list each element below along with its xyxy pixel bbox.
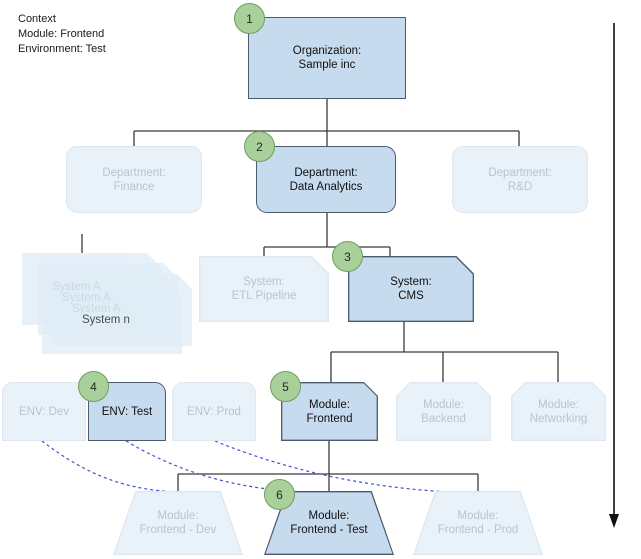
node-module-frontend-dev-label: Module: Frontend - Dev <box>139 510 217 536</box>
node-system-etl-pipeline[interactable]: System: ETL Pipeline <box>199 256 329 322</box>
node-system-stack-label-2: System A <box>62 292 111 304</box>
badge-step-5: 5 <box>270 371 301 402</box>
node-department-rnd[interactable]: Department: R&D <box>452 146 588 213</box>
context-caption: Context Module: Frontend Environment: Te… <box>18 12 106 57</box>
node-department-rnd-label: Department: R&D <box>488 166 552 193</box>
node-env-dev-label: ENV: Dev <box>18 405 70 418</box>
node-system-stack-label-3: System A <box>72 303 121 315</box>
edge-dashed-dev <box>41 440 179 493</box>
node-env-dev[interactable]: ENV: Dev <box>2 382 86 441</box>
node-organization[interactable]: Organization: Sample inc <box>248 17 406 99</box>
context-line-2: Environment: Test <box>18 43 106 55</box>
node-module-frontend-dev-outline <box>113 491 243 555</box>
node-module-backend-outline <box>396 382 491 441</box>
node-department-data-analytics[interactable]: Department: Data Analytics <box>256 146 396 213</box>
node-module-frontend-test-label: Module: Frontend - Test <box>290 510 368 536</box>
node-module-networking-label: Module: Networking <box>529 398 588 425</box>
node-module-backend-label: Module: Backend <box>421 398 466 425</box>
node-department-finance-label: Department: Finance <box>102 166 166 193</box>
badge-step-1: 1 <box>234 3 265 34</box>
node-module-frontend-prod[interactable]: Module: Frontend - Prod <box>413 491 543 555</box>
node-env-test-label: ENV: Test <box>101 405 153 418</box>
node-module-networking-outline <box>511 382 606 441</box>
node-env-prod-label: ENV: Prod <box>187 405 241 418</box>
node-module-frontend-dev[interactable]: Module: Frontend - Dev <box>113 491 243 555</box>
context-line-0: Context <box>18 13 56 25</box>
vertical-flow-arrow <box>609 23 619 528</box>
node-module-frontend-test-outline <box>264 491 394 555</box>
node-organization-label: Organization: Sample inc <box>292 45 362 71</box>
node-module-backend[interactable]: Module: Backend <box>396 382 491 441</box>
node-system-cms[interactable]: System: CMS <box>348 256 474 322</box>
badge-step-6: 6 <box>264 479 295 510</box>
badge-step-2: 2 <box>244 131 275 162</box>
edge-dashed-prod <box>214 440 479 494</box>
edge-dashed-test <box>125 440 330 494</box>
node-system-cms-label: System: CMS <box>390 276 432 302</box>
node-module-frontend-prod-label: Module: Frontend - Prod <box>437 510 519 536</box>
node-system-stack-label-1: System A <box>52 281 101 293</box>
node-system-stack-card-4[interactable] <box>42 282 182 354</box>
node-department-finance[interactable]: Department: Finance <box>66 146 202 213</box>
node-module-frontend[interactable]: Module: Frontend <box>281 382 378 441</box>
node-module-frontend-prod-outline <box>413 491 543 555</box>
node-system-stack-label-4: System n <box>82 314 130 326</box>
badge-step-3: 3 <box>332 241 363 272</box>
node-module-frontend-label: Module: Frontend <box>306 398 353 425</box>
context-line-1: Module: Frontend <box>18 28 105 40</box>
node-department-data-analytics-label: Department: Data Analytics <box>289 166 363 193</box>
node-env-prod[interactable]: ENV: Prod <box>172 382 256 441</box>
node-module-networking[interactable]: Module: Networking <box>511 382 606 441</box>
node-system-etl-pipeline-label: System: ETL Pipeline <box>231 276 297 302</box>
badge-step-4: 4 <box>78 371 109 402</box>
